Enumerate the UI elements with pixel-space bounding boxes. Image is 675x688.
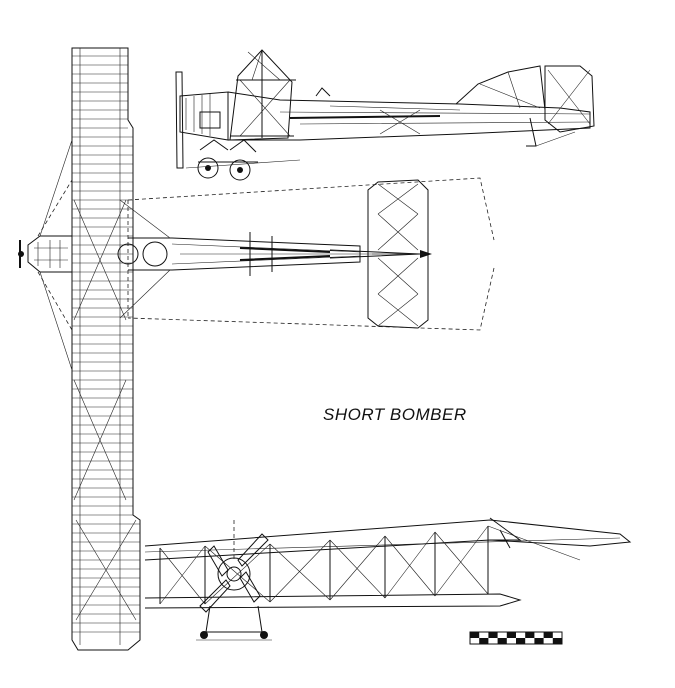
scale-bar-segment — [488, 632, 498, 638]
scale-bar-segment — [534, 638, 544, 644]
tailplane-plan — [367, 179, 429, 329]
engine-side — [179, 91, 229, 141]
upper-wing-front — [144, 517, 632, 561]
scale-bar — [469, 631, 563, 645]
front-view — [144, 517, 632, 641]
lower-wing-front — [144, 593, 522, 609]
scale-bar-segment — [516, 638, 526, 644]
propeller-side — [175, 71, 184, 169]
scale-bar-segment — [470, 632, 480, 638]
plan-view — [18, 47, 495, 651]
fin-rudder-side — [455, 65, 595, 147]
interplane-struts-front — [159, 525, 581, 605]
landing-gear-front — [196, 605, 272, 641]
wing-planform — [71, 47, 141, 651]
drawing-title: SHORT BOMBER — [323, 405, 467, 424]
engine-propeller-front — [199, 520, 269, 613]
scale-bar-segment — [525, 632, 535, 638]
side-view — [175, 49, 595, 181]
fuselage-side — [227, 87, 591, 141]
scale-bar-segment — [552, 638, 562, 644]
landing-gear-side — [185, 139, 301, 181]
wing-struts-side — [229, 49, 296, 141]
scale-bar-segment — [497, 638, 507, 644]
scale-bar-segment — [543, 632, 553, 638]
scale-bar-segment — [479, 638, 489, 644]
scale-bar-segment — [506, 632, 516, 638]
